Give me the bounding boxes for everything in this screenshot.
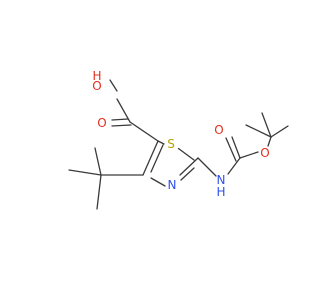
bond-cq1-me2: [68, 169, 102, 176]
bond-ccarb-o-double: [225, 137, 237, 162]
atom-n-ring: N: [168, 178, 177, 192]
bond-c2-n3-double: [180, 167, 195, 181]
atom-h-hydroxyl: H: [92, 69, 101, 83]
bond-ccarb-o: [231, 136, 241, 159]
bond-c2-n3: [179, 157, 199, 176]
bond-c5-s: [157, 140, 165, 145]
atom-o-acid-carbonyl: O: [97, 116, 106, 130]
bond-nh-ccarb: [227, 157, 241, 175]
bond-cq2-me2: [261, 112, 272, 138]
bond-oether-cq2: [267, 136, 272, 147]
bond-cq2-me1: [270, 125, 289, 138]
bond-cacid-oh: [116, 98, 131, 123]
bonds: [68, 79, 289, 210]
bond-c4-c5-double: [150, 144, 164, 173]
bond-cq2-me3: [245, 124, 272, 138]
molecule-structure-diagram: O H O S N N H O O: [68, 69, 289, 210]
bond-c2-nh: [197, 157, 217, 177]
bond-c4-c5: [142, 140, 159, 176]
bond-c5-cacid: [129, 121, 159, 142]
atom-h-amide: H: [216, 185, 225, 199]
atom-o-carbamate-carbonyl: O: [214, 123, 223, 137]
bond-cacid-o-double: [111, 124, 132, 127]
bond-cq1-me3: [96, 174, 102, 210]
bond-cacid-o: [111, 118, 129, 121]
bond-ccarb-oether: [239, 151, 259, 159]
atom-o-hydroxyl: O: [92, 79, 101, 93]
atom-o-carbamate-ether: O: [260, 146, 269, 160]
atom-s-ring: S: [167, 137, 175, 151]
bond-cq1-me1: [94, 147, 102, 176]
bond-n3-c4: [150, 177, 166, 187]
bond-s-c2: [177, 147, 195, 161]
atom-labels: O H O S N N H O O: [92, 69, 269, 199]
atom-n-amide: N: [217, 173, 226, 187]
bond-o-h: [109, 79, 118, 92]
